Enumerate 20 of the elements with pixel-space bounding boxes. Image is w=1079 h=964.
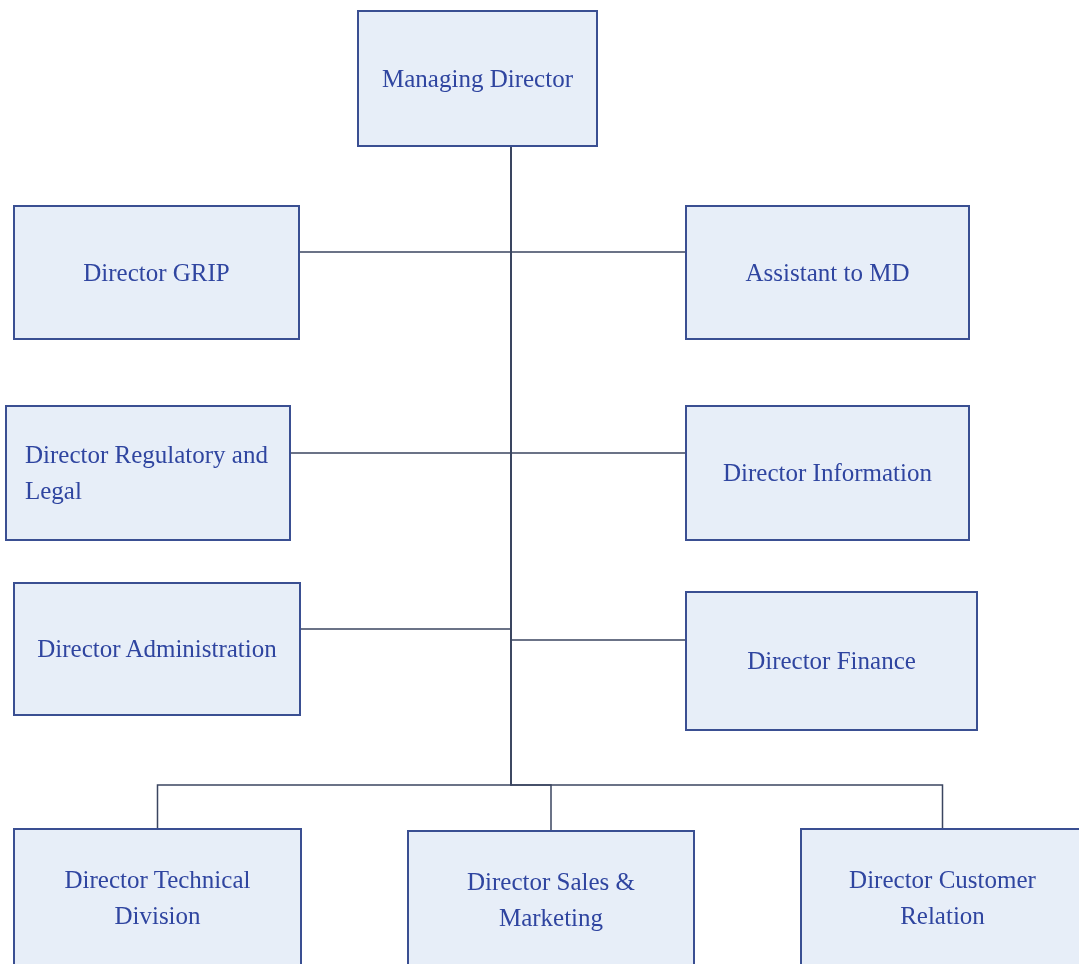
position-box xyxy=(685,405,970,541)
position-box xyxy=(13,582,301,716)
position-title: Director Technical Division xyxy=(63,865,252,931)
position-title: Director Finance xyxy=(747,646,916,676)
position-box xyxy=(800,828,1079,964)
position-title: Director Customer Relation xyxy=(848,865,1037,931)
position-box xyxy=(685,205,970,340)
position-title: Director Administration xyxy=(37,634,277,664)
position-box xyxy=(13,828,302,964)
position-box xyxy=(685,591,978,731)
position-title: Director Information xyxy=(723,458,932,488)
position-title: Director GRIP xyxy=(83,257,230,288)
position-box xyxy=(357,10,598,147)
position-title: Director Sales & Marketing xyxy=(466,867,636,933)
position-box xyxy=(13,205,300,340)
position-box xyxy=(407,830,695,964)
position-box xyxy=(5,405,291,541)
position-title: Managing Director xyxy=(382,63,573,94)
position-title: Assistant to MD xyxy=(745,257,910,288)
position-title: Director Regulatory and Legal xyxy=(25,440,269,506)
